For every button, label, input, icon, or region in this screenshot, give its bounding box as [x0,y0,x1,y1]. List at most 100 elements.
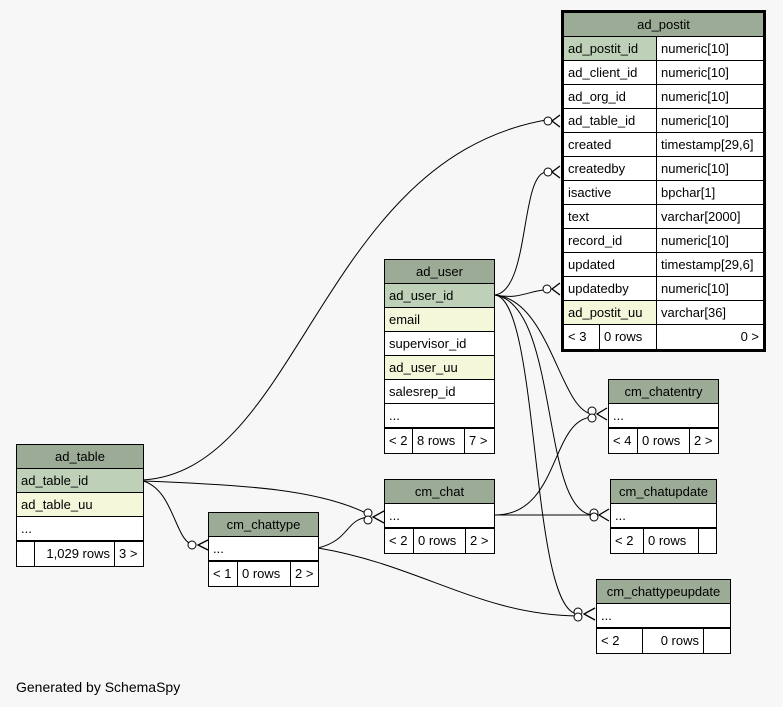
column-row: ad_table_id numeric[10] [564,109,763,133]
table-footer: < 1 0 rows 2 > [209,561,318,586]
column-row: salesrep_id [385,380,494,404]
column-type: numeric[10] [661,281,729,296]
table-header[interactable]: cm_chattypeupdate [597,580,730,604]
generated-by-credit: Generated by SchemaSpy [16,679,181,695]
children-count[interactable]: 3 > [119,546,138,561]
table-cm_chat[interactable]: cm_chat ... < 2 0 rows 2 > [384,479,495,554]
column-name: ... [389,408,400,423]
parents-count[interactable]: < 2 [385,429,413,453]
column-name: supervisor_id [389,336,467,351]
table-footer: < 2 0 rows 2 > [385,528,494,553]
table-cm_chatentry[interactable]: cm_chatentry ... < 4 0 rows 2 > [608,379,719,454]
column-row: ... [611,504,716,528]
column-name: salesrep_id [389,384,456,399]
row-count: 0 rows [600,325,657,349]
column-row: supervisor_id [385,332,494,356]
parents-count[interactable]: < 1 [209,562,238,586]
column-name: email [389,312,421,327]
column-row: ... [385,404,494,428]
table-header[interactable]: cm_chat [385,480,494,504]
children-count[interactable]: 0 > [740,329,759,344]
column-row: ad_table_id [17,469,143,493]
column-row: ... [597,604,730,628]
row-count: 8 rows [413,429,465,453]
table-footer: 1,029 rows 3 > [17,541,143,566]
column-row: ... [209,537,318,561]
column-name: createdby [564,157,657,180]
column-type: numeric[10] [661,89,729,104]
table-cm_chatupdate[interactable]: cm_chatupdate ... < 2 0 rows [610,479,717,554]
table-header[interactable]: cm_chatentry [609,380,718,404]
children-count[interactable]: 2 > [694,433,713,448]
column-type: bpchar[1] [661,185,716,200]
table-footer: < 4 0 rows 2 > [609,428,718,453]
column-type: timestamp[29,6] [661,257,754,272]
row-count: 0 rows [414,529,466,553]
parents-count [17,542,35,566]
column-name: ad_table_uu [21,497,93,512]
table-footer: < 2 8 rows 7 > [385,428,494,453]
column-type: numeric[10] [661,113,729,128]
column-type: timestamp[29,6] [661,137,754,152]
column-row: ... [17,517,143,541]
column-name: ad_client_id [564,61,657,84]
column-type: varchar[36] [661,305,727,320]
column-type: numeric[10] [661,233,729,248]
table-header[interactable]: ad_postit [564,13,763,37]
table-header[interactable]: cm_chatupdate [611,480,716,504]
column-row: ad_user_uu [385,356,494,380]
column-name: ... [613,408,624,423]
parents-count[interactable]: < 2 [385,529,414,553]
column-name: record_id [564,229,657,252]
children-count [699,529,716,553]
table-header[interactable]: cm_chattype [209,513,318,537]
column-type: varchar[2000] [661,209,741,224]
column-row: created timestamp[29,6] [564,133,763,157]
children-count[interactable]: 2 > [470,533,489,548]
column-name: ad_user_id [389,288,454,303]
column-row: record_id numeric[10] [564,229,763,253]
column-name: ... [601,608,612,623]
column-name: ... [389,508,400,523]
column-row: ... [609,404,718,428]
column-name: updatedby [564,277,657,300]
column-type: numeric[10] [661,41,729,56]
children-count[interactable]: 2 > [295,566,314,581]
parents-count[interactable]: < 4 [609,429,638,453]
parents-count[interactable]: < 2 [597,629,643,653]
column-name: ad_org_id [564,85,657,108]
row-count: 0 rows [644,529,699,553]
column-type: numeric[10] [661,65,729,80]
column-name: ad_postit_uu [564,301,657,324]
column-name: text [564,205,657,228]
column-name: created [564,133,657,156]
table-ad_table[interactable]: ad_table ad_table_id ad_table_uu ... 1,0… [16,444,144,567]
children-count[interactable]: 7 > [469,433,488,448]
column-name: ad_postit_id [564,37,657,60]
parents-count[interactable]: < 2 [611,529,644,553]
column-row: ad_org_id numeric[10] [564,85,763,109]
table-header[interactable]: ad_table [17,445,143,469]
children-count [704,629,730,653]
parents-count[interactable]: < 3 [564,325,600,349]
column-name: ... [615,508,626,523]
column-name: ad_table_id [564,109,657,132]
table-header[interactable]: ad_user [385,260,494,284]
column-row: email [385,308,494,332]
column-name: ... [21,521,32,536]
column-name: ad_user_uu [389,360,458,375]
row-count: 1,029 rows [35,542,115,566]
table-footer: < 3 0 rows 0 > [564,325,763,349]
row-count: 0 rows [238,562,291,586]
column-row: ad_postit_uu varchar[36] [564,301,763,325]
column-row: ad_client_id numeric[10] [564,61,763,85]
table-cm_chattype[interactable]: cm_chattype ... < 1 0 rows 2 > [208,512,319,587]
table-ad_user[interactable]: ad_user ad_user_id email supervisor_id a… [384,259,495,454]
table-cm_chattypeupdate[interactable]: cm_chattypeupdate ... < 2 0 rows [596,579,731,654]
column-row: updatedby numeric[10] [564,277,763,301]
column-type: numeric[10] [661,161,729,176]
